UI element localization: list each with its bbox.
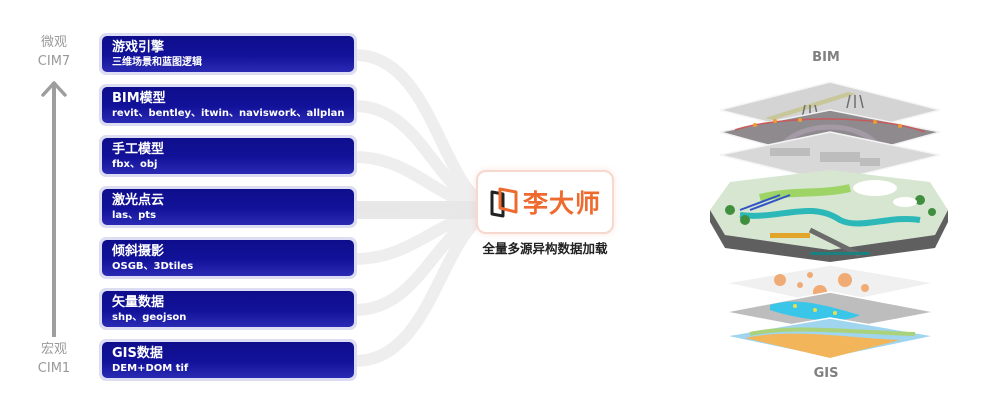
source-subtitle: fbx、obj [112,159,158,170]
brand-name: 李大师 [522,189,601,218]
stack-bottom-label: GIS [813,366,839,381]
source-title: 激光点云 [112,193,165,208]
brand-caption: 全量多源异构数据加载 [482,241,608,256]
source-game-engine: 游戏引擎 三维场景和蓝图逻辑 [99,33,357,75]
source-vector-data: 矢量数据 shp、geojson [99,288,357,330]
vector-layer [724,291,936,333]
source-title: 矢量数据 [112,295,165,310]
source-subtitle: revit、bentley、itwin、naviswork、allplan [112,108,345,119]
brand-logo-card: 李大师 [476,170,614,234]
scale-bottom-label: 宏观 CIM1 [22,340,86,378]
city-model [710,170,948,262]
source-bim-model: BIM模型 revit、bentley、itwin、naviswork、allp… [99,84,357,126]
terrain-layer [724,317,936,359]
source-subtitle: shp、geojson [112,312,187,323]
source-subtitle: 三维场景和蓝图逻辑 [112,57,202,68]
data-flow-ribbons [349,49,491,367]
scale-arrow-line [52,82,56,337]
stack-top-label: BIM [812,50,840,65]
scale-bottom-line2: CIM1 [37,361,71,376]
source-gis-data: GIS数据 DEM+DOM tif [99,339,357,381]
source-title: 手工模型 [112,142,165,157]
scale-bottom-line1: 宏观 [40,342,67,357]
door-frame-icon [490,187,518,218]
source-title: GIS数据 [112,346,163,361]
source-subtitle: las、pts [112,210,157,221]
source-title: 游戏引擎 [112,40,165,55]
cim-layer-stack-illustration [710,81,948,359]
source-point-cloud: 激光点云 las、pts [99,186,357,228]
scale-top-label: 微观 CIM7 [22,33,86,71]
scale-top-line2: CIM7 [37,54,71,69]
scale-top-line1: 微观 [40,35,67,50]
source-oblique-photo: 倾斜摄影 OSGB、3Dtiles [99,237,357,279]
source-subtitle: OSGB、3Dtiles [112,261,194,272]
source-subtitle: DEM+DOM tif [112,363,189,374]
source-title: BIM模型 [112,91,166,106]
source-manual-model: 手工模型 fbx、obj [99,135,357,177]
source-title: 倾斜摄影 [112,244,165,259]
